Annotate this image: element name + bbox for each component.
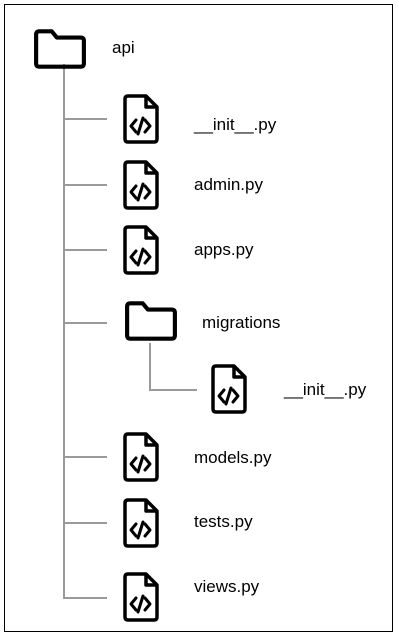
branch-line-models <box>63 456 107 458</box>
code-file-icon[interactable] <box>209 364 249 414</box>
code-file-icon[interactable] <box>121 160 161 210</box>
file-label-views[interactable]: views.py <box>194 577 260 596</box>
code-file-icon[interactable] <box>121 225 161 275</box>
code-file-icon[interactable] <box>121 94 161 144</box>
code-file-icon[interactable] <box>121 572 161 622</box>
file-label-tests[interactable]: tests.py <box>194 512 253 531</box>
branch-line-tests <box>63 522 107 524</box>
file-label-apps[interactable]: apps.py <box>194 240 254 259</box>
branch-line-init <box>63 118 107 120</box>
branch-line-admin <box>63 184 107 186</box>
file-label-migrations-init[interactable]: __init__.py <box>284 380 367 399</box>
file-label-admin[interactable]: admin.py <box>194 175 263 194</box>
file-label-init[interactable]: __init__.py <box>194 115 277 134</box>
branch-line-apps <box>63 249 107 251</box>
code-file-icon[interactable] <box>121 498 161 548</box>
branch-line-views <box>63 597 107 599</box>
code-file-icon[interactable] <box>121 432 161 482</box>
folder-icon[interactable] <box>33 28 87 70</box>
migrations-trunk-line <box>149 343 151 389</box>
branch-line-migrations <box>63 322 107 324</box>
folder-icon[interactable] <box>124 300 178 342</box>
root-trunk-line <box>63 64 65 599</box>
file-label-models[interactable]: models.py <box>194 448 272 467</box>
diagram-frame <box>4 4 393 632</box>
folder-label-api[interactable]: api <box>112 38 135 57</box>
folder-label-migrations[interactable]: migrations <box>202 313 281 332</box>
branch-line-migrations-init <box>149 389 197 391</box>
